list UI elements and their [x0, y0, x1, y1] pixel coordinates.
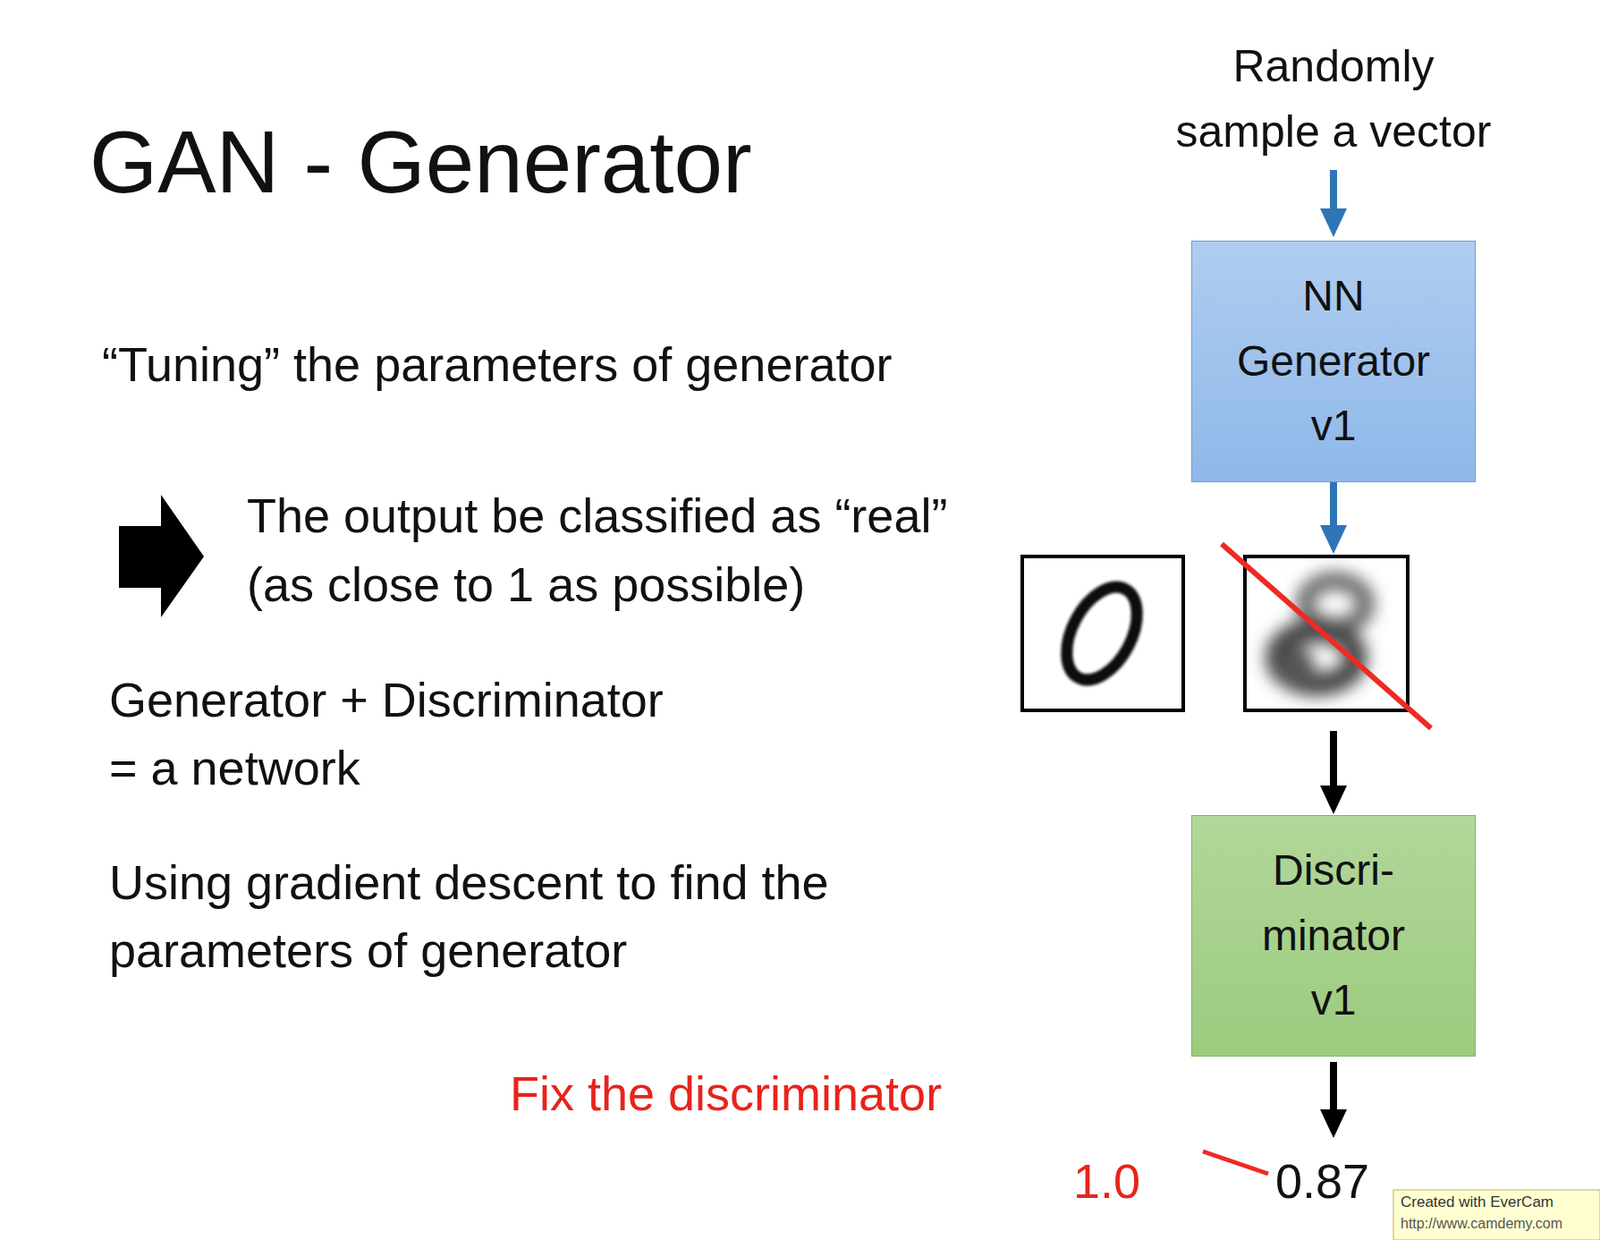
note-red: Fix the discriminator: [509, 1063, 942, 1125]
real-image-frame: [1022, 556, 1184, 711]
output-score: 0.87: [1275, 1151, 1370, 1212]
node-label: Discri- minator v1: [1261, 838, 1406, 1034]
reject-strike: [1221, 543, 1431, 729]
input-arrow: [1329, 169, 1338, 218]
generator-box: NN Generator v1: [1191, 240, 1476, 483]
bullet-text: The output be classified as “real” (as c…: [246, 481, 956, 618]
watermark-box: [1393, 1189, 1600, 1240]
watermark: Created with EverCam: [1400, 1193, 1554, 1211]
bullet-text: Generator + Discriminator = a network: [109, 666, 671, 802]
connector-segment: [1329, 730, 1338, 795]
discriminator-box: Discri- minator v1: [1191, 814, 1476, 1057]
score-strike: [1202, 1151, 1269, 1174]
block-arrow: [118, 494, 204, 618]
slide-title: GAN - Generator: [89, 110, 753, 216]
bullet-text: “Tuning” the parameters of generator: [101, 334, 892, 396]
node-label: NN Generator v1: [1236, 263, 1431, 460]
output-arrow: [1329, 1061, 1338, 1118]
watermark: http://www.camdemy.com: [1400, 1214, 1563, 1232]
flow-arrow: [1333, 482, 1335, 795]
connector-segment: [1329, 482, 1338, 534]
input-note: Randomly sample a vector: [1172, 33, 1496, 164]
real-digit: [1052, 575, 1152, 692]
bullet-text: Using gradient descent to find the param…: [109, 848, 837, 984]
target-score: 1.0: [1073, 1151, 1141, 1212]
